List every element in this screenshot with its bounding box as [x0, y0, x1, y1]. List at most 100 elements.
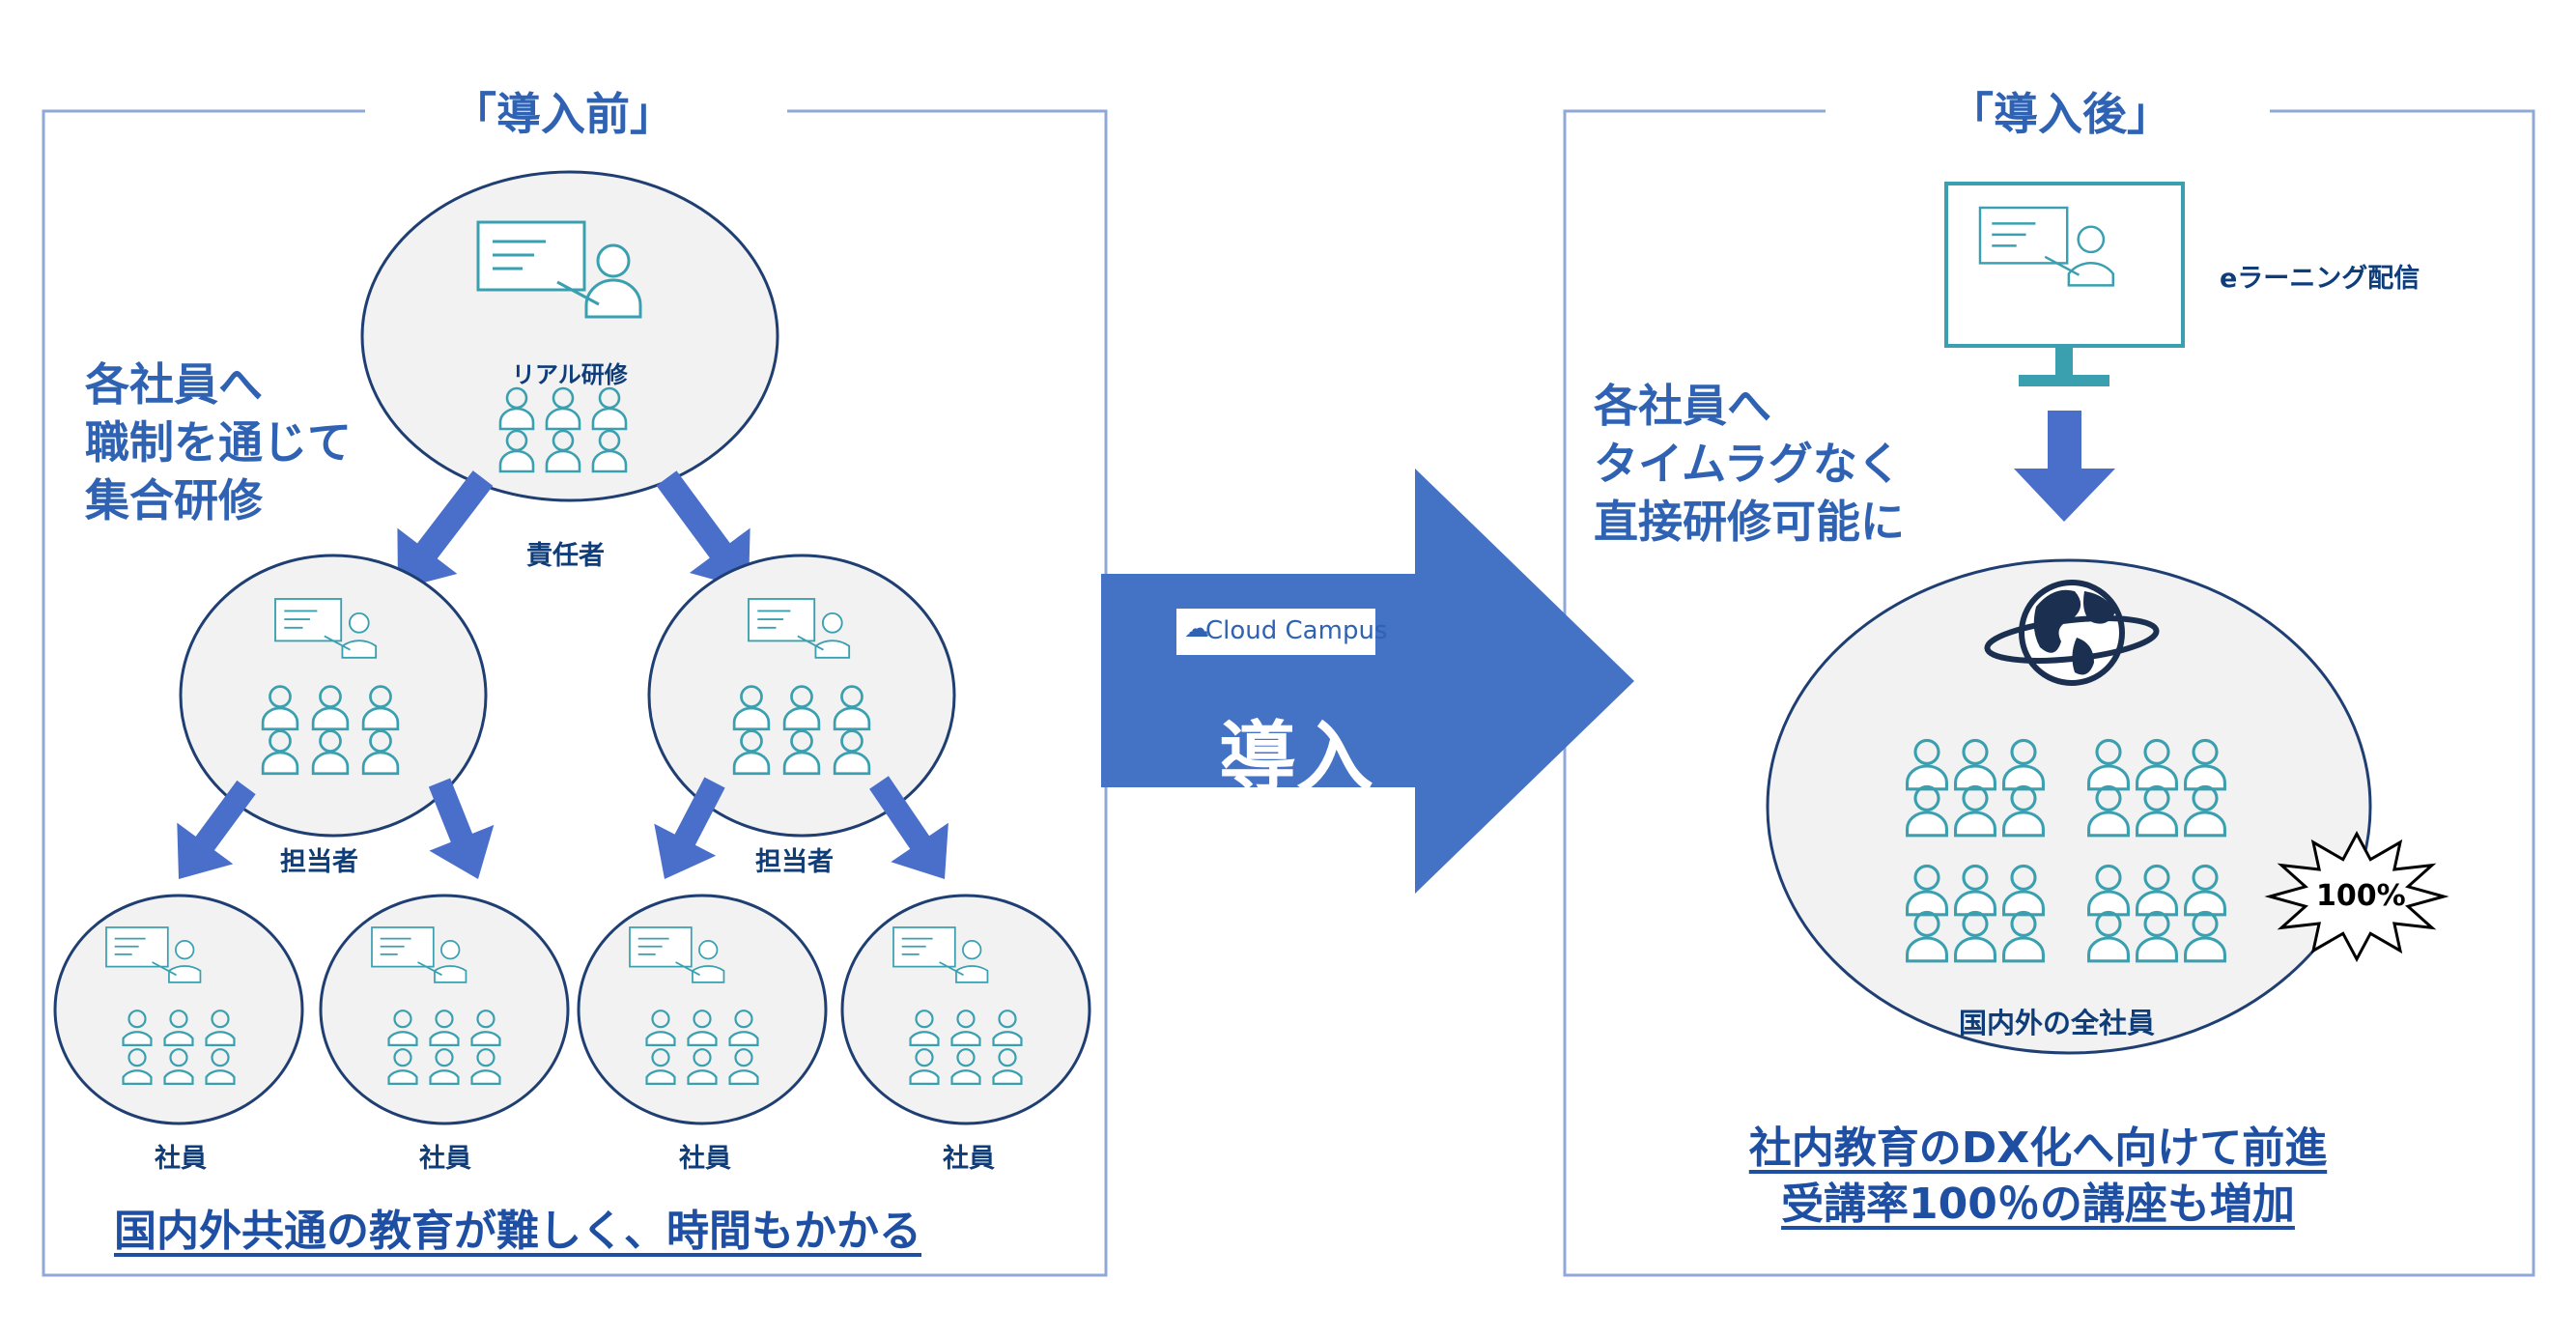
person-body-icon	[687, 1031, 718, 1047]
pointer-icon	[939, 961, 964, 977]
pointer-icon	[556, 280, 600, 306]
person-head-icon	[369, 729, 392, 753]
person-head-icon	[998, 1048, 1017, 1067]
before-description-line: 職制を通じて	[85, 416, 352, 469]
arrow-mid-to-leaf-shape	[869, 776, 948, 880]
cloud-campus-logo: ☁ Cloud Campus	[1176, 609, 1387, 655]
person-body-icon	[2002, 764, 2045, 791]
monitor-stand-icon	[2055, 346, 2073, 375]
person-body-icon	[782, 706, 821, 731]
person-head-icon	[734, 1048, 753, 1067]
arrow-mid-to-leaf	[869, 776, 948, 880]
monitor-base-icon	[2019, 375, 2109, 386]
before-description-line: 集合研修	[85, 474, 263, 526]
person-head-icon	[393, 1010, 412, 1029]
person-head-icon	[169, 1048, 188, 1067]
leaf-node-circle	[53, 894, 304, 1125]
person-body-icon	[1906, 936, 1948, 963]
person-body-icon	[2002, 811, 2045, 838]
cloud-icon: ☁	[1184, 614, 1209, 643]
person-head-icon	[2010, 864, 2037, 891]
person-body-icon	[728, 1031, 759, 1047]
arrow-mid-to-leaf	[428, 778, 495, 879]
person-body-icon	[2184, 936, 2226, 963]
after-panel-frame-border	[1563, 109, 2535, 1277]
leaf-caption: 社員	[679, 1144, 731, 1174]
person-body-icon	[591, 449, 628, 473]
after-description: 各社員へ タイムラグなく 直接研修可能に	[1594, 377, 1905, 551]
person-body-icon	[311, 706, 350, 731]
person-body-icon	[261, 751, 299, 776]
mid-node-caption: 担当者	[755, 847, 834, 877]
after-headline: 社内教育のDX化へ向けて前進 受講率100％の講座も増加	[1681, 1121, 2395, 1233]
leaf-node	[577, 894, 828, 1125]
person-head-icon	[1962, 784, 1989, 811]
person-body-icon	[2184, 811, 2226, 838]
badge-text: 100%	[2316, 879, 2406, 913]
after-description-line: 直接研修可能に	[1594, 496, 1905, 548]
person-body-icon	[2136, 936, 2178, 963]
person-body-icon	[498, 407, 535, 431]
cloud-campus-logo-text: Cloud Campus	[1205, 616, 1388, 645]
badge-starburst	[2264, 831, 2449, 962]
before-headline: 国内外共通の教育が難しく、時間もかかる	[114, 1207, 921, 1256]
top-node-circle	[360, 170, 779, 502]
person-body-icon	[909, 1031, 940, 1047]
person-body-icon	[163, 1031, 194, 1047]
person-body-icon	[2087, 811, 2130, 838]
person-body-icon	[645, 1031, 676, 1047]
person-body-icon	[992, 1031, 1023, 1047]
all-staff-caption: 国内外の全社員	[1959, 1007, 2156, 1039]
pointer-icon	[417, 961, 442, 977]
teacher-head-icon	[348, 612, 370, 634]
teacher-head-icon	[698, 940, 719, 960]
top-node-title: リアル研修	[512, 361, 628, 388]
person-body-icon	[1906, 764, 1948, 791]
person-head-icon	[1913, 864, 1940, 891]
person-head-icon	[169, 1010, 188, 1029]
leaf-node-circle	[577, 894, 828, 1125]
person-body-icon	[2136, 811, 2178, 838]
person-body-icon	[1954, 764, 1996, 791]
person-body-icon	[361, 706, 400, 731]
person-body-icon	[163, 1069, 194, 1086]
person-head-icon	[1913, 738, 1940, 765]
person-head-icon	[1962, 738, 1989, 765]
elearning-label: eラーニング配信	[2220, 264, 2420, 294]
person-body-icon	[2136, 890, 2178, 917]
person-head-icon	[435, 1048, 454, 1067]
person-head-icon	[2010, 738, 2037, 765]
before-description-line: 各社員へ	[85, 358, 263, 411]
person-body-icon	[2002, 936, 2045, 963]
person-head-icon	[651, 1010, 670, 1029]
person-head-icon	[1913, 910, 1940, 937]
person-head-icon	[2143, 738, 2170, 765]
person-head-icon	[393, 1048, 412, 1067]
arrow-mid-to-leaf	[177, 780, 256, 879]
person-head-icon	[2095, 784, 2122, 811]
pointer-icon	[324, 635, 351, 651]
teacher-head-icon	[596, 243, 631, 278]
person-body-icon	[205, 1031, 236, 1047]
top-node	[360, 170, 779, 502]
pointer-icon	[2044, 255, 2081, 276]
before-panel-frame	[42, 109, 1108, 1277]
person-body-icon	[645, 1069, 676, 1086]
after-headline-line: 社内教育のDX化へ向けて前進	[1748, 1124, 2328, 1173]
after-headline-line: 受講率100％の講座も増加	[1781, 1180, 2295, 1229]
person-head-icon	[915, 1048, 934, 1067]
leaf-node	[840, 894, 1091, 1125]
teacher-head-icon	[175, 940, 195, 960]
person-body-icon	[2087, 890, 2130, 917]
all-staff-node	[1766, 558, 2372, 1055]
teacher-body-icon	[434, 965, 467, 983]
person-head-icon	[693, 1048, 712, 1067]
person-body-icon	[261, 706, 299, 731]
person-body-icon	[2184, 890, 2226, 917]
teacher-head-icon	[821, 612, 843, 634]
person-head-icon	[476, 1010, 495, 1029]
person-head-icon	[915, 1010, 934, 1029]
person-body-icon	[429, 1031, 460, 1047]
